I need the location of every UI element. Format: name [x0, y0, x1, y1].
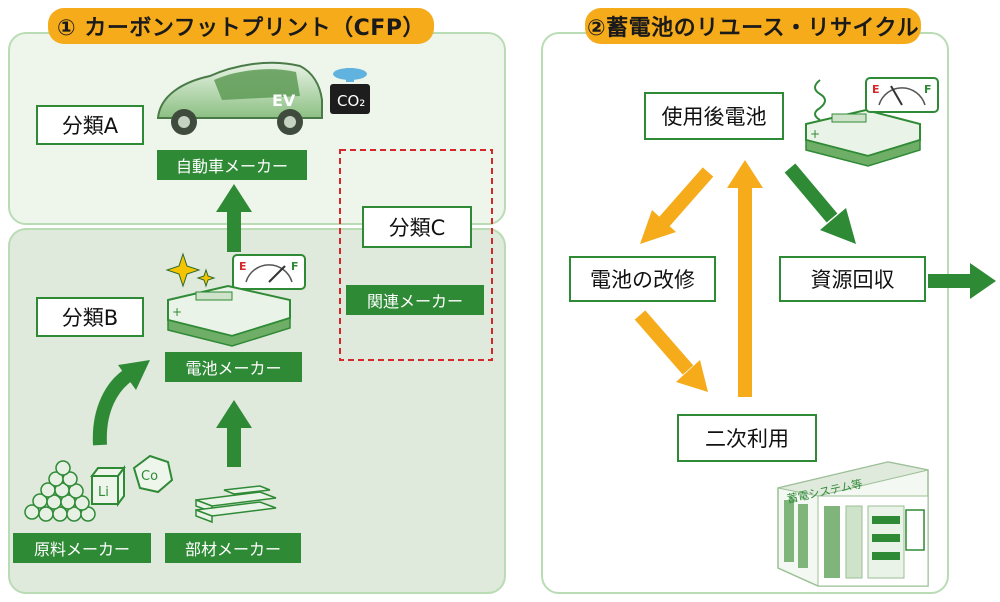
ev-car-icon [156, 61, 323, 135]
arrow-used-to-recovery [784, 163, 856, 244]
gauge-e-label: E [239, 260, 247, 273]
used-gauge-e-label: E [872, 83, 880, 96]
lithium-cube-icon [90, 465, 126, 507]
arrow-parts-to-battery [216, 400, 252, 467]
svg-text:+: + [810, 127, 820, 141]
ev-text: EV [272, 91, 296, 110]
arrow-recovery-out [928, 263, 996, 299]
used-battery-gauge-icon [865, 77, 939, 113]
arrow-secondary-to-used [727, 160, 763, 397]
arrow-battery-to-automaker [216, 184, 252, 252]
class-c-dashed-boundary [339, 149, 493, 361]
arrow-repair-to-secondary [634, 310, 708, 392]
battery-pack-icon: + [167, 284, 291, 347]
reuse-recycle-title: ②蓄電池のリユース・リサイクル [585, 8, 921, 44]
co2-text: CO₂ [337, 92, 365, 110]
battery-gauge-icon [232, 254, 306, 290]
raw-material-maker-label: 原料メーカー [13, 533, 151, 563]
cobalt-label: Co [141, 469, 158, 484]
parts-maker-label: 部材メーカー [165, 533, 301, 563]
cobalt-hexagon-icon [132, 454, 174, 494]
secondary-use-label: 二次利用 [677, 414, 817, 462]
co2-icon [330, 68, 370, 114]
battery-repair-label: 電池の改修 [569, 256, 716, 302]
lithium-label: Li [98, 485, 109, 500]
automaker-label: 自動車メーカー [157, 150, 307, 180]
sparkle-icon [165, 252, 216, 288]
battery-maker-label: 電池メーカー [165, 352, 302, 382]
used-battery-icon: + [805, 79, 921, 167]
svg-text:+: + [172, 305, 182, 319]
used-battery-label: 使用後電池 [644, 92, 784, 140]
raw-materials-pile-icon [24, 460, 96, 522]
arrow-raw-to-battery [92, 360, 150, 446]
gauge-f-label: F [291, 260, 299, 273]
used-gauge-f-label: F [924, 83, 932, 96]
class-b-label: 分類B [36, 297, 144, 337]
cfp-title: ① カーボンフットプリント（CFP） [48, 8, 434, 44]
class-a-label: 分類A [36, 105, 144, 145]
class-c-label: 分類C [362, 206, 472, 248]
related-maker-label: 関連メーカー [346, 285, 484, 315]
arrow-used-to-repair [640, 167, 714, 244]
storage-system-icon [777, 461, 929, 587]
parts-stack-icon [195, 485, 277, 524]
resource-recovery-label: 資源回収 [779, 256, 926, 302]
